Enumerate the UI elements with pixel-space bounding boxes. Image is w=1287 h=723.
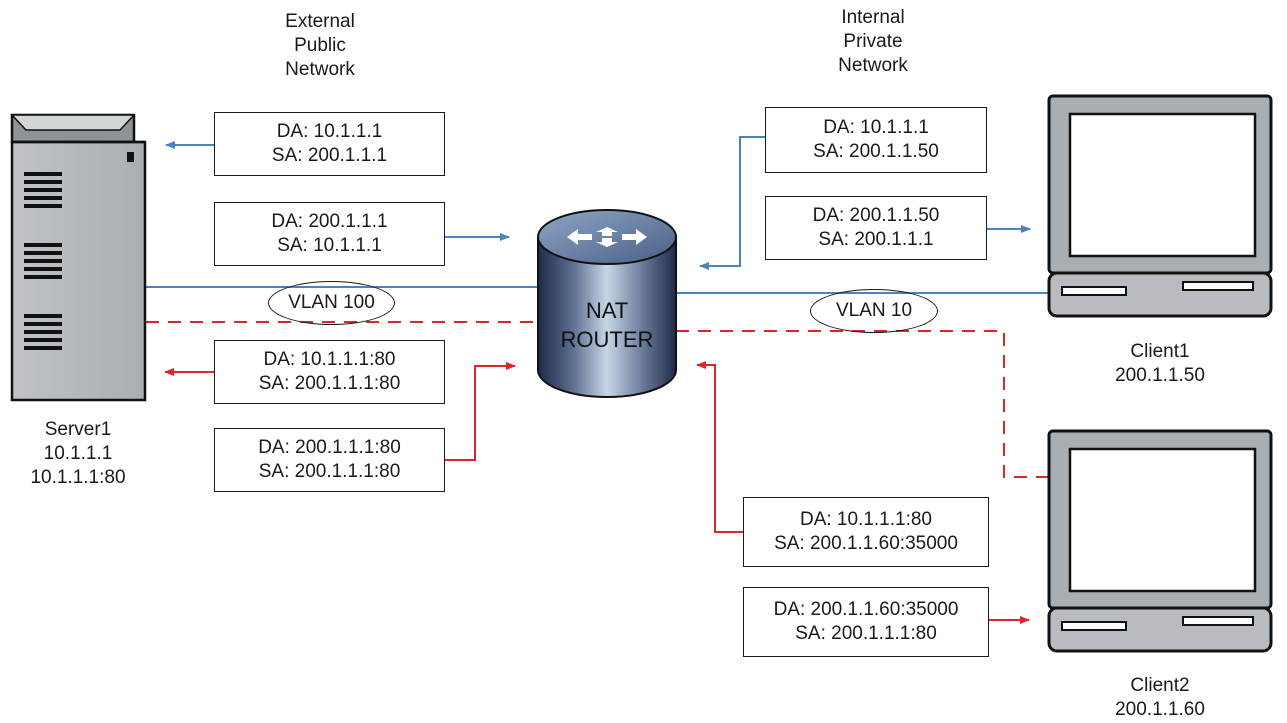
packet-sa: SA: 200.1.1.1 [818,229,934,250]
arrow-red-int-in [696,361,743,533]
client1-label: Client1 200.1.1.50 [1090,340,1230,388]
packet-red-int-in: DA: 10.1.1.1:80 SA: 200.1.1.60:35000 [743,497,989,567]
client2-icon [1047,429,1273,653]
internal-label-line2: Private [843,31,903,52]
vlan100-label: VLAN 100 [268,281,395,325]
packet-da: DA: 10.1.1.1:80 [263,349,396,370]
client1-icon [1047,94,1273,318]
packet-sa: SA: 10.1.1.1 [277,235,382,256]
router-label: NAT ROUTER [547,296,667,354]
external-zone-label: External Public Network [255,10,385,82]
packet-sa: SA: 200.1.1.1:80 [258,373,401,394]
packet-sa: SA: 200.1.1.1 [271,145,388,166]
client1-ip: 200.1.1.50 [1115,365,1205,386]
packet-blue-int-out: DA: 200.1.1.50 SA: 200.1.1.1 [765,196,987,260]
packet-da: DA: 200.1.1.1:80 [258,437,401,458]
packet-da: DA: 200.1.1.50 [812,205,940,226]
vlan10-label: VLAN 10 [810,289,938,333]
packet-sa: SA: 200.1.1.1:80 [795,623,937,644]
router-label-line1: NAT [585,298,629,323]
packet-sa: SA: 200.1.1.50 [813,141,939,162]
client1-name: Client1 [1130,341,1190,362]
external-label-line2: Public [294,35,346,56]
external-label-line3: Network [285,59,355,80]
server-label: Server1 10.1.1.1 10.1.1.1:80 [8,418,148,490]
external-label-line1: External [285,11,355,32]
arrow-blue-int-in [699,136,765,270]
server-icon [10,113,147,402]
packet-da: DA: 200.1.1.60:35000 [773,599,959,620]
packet-red-ext-in: DA: 200.1.1.1:80 SA: 200.1.1.1:80 [214,428,445,492]
server-ip: 10.1.1.1 [43,443,113,464]
internal-label-line1: Internal [841,7,905,28]
packet-da: DA: 10.1.1.1:80 [799,509,933,530]
internal-zone-label: Internal Private Network [808,6,938,78]
client2-ip: 200.1.1.60 [1115,699,1205,720]
arrow-red-ext-in [445,362,516,461]
vlan10-text: VLAN 10 [835,300,913,321]
client2-label: Client2 200.1.1.60 [1090,674,1230,722]
packet-da: DA: 10.1.1.1 [823,117,929,138]
packet-sa: SA: 200.1.1.60:35000 [774,533,958,554]
server-name: Server1 [44,419,112,440]
vlan100-text: VLAN 100 [288,292,375,313]
red-dashed-link-right [676,330,1048,478]
packet-sa: SA: 200.1.1.1:80 [258,461,401,482]
packet-blue-ext-in: DA: 200.1.1.1 SA: 10.1.1.1 [214,202,445,266]
packet-blue-ext-out: DA: 10.1.1.1 SA: 200.1.1.1 [214,112,445,176]
nat-router-icon [537,209,677,398]
packet-da: DA: 10.1.1.1 [276,121,383,142]
packet-da: DA: 200.1.1.1 [271,211,388,232]
packet-red-int-out: DA: 200.1.1.60:35000 SA: 200.1.1.1:80 [743,587,989,657]
server-socket: 10.1.1.1:80 [30,467,126,488]
client2-name: Client2 [1130,675,1190,696]
router-label-line2: ROUTER [560,327,654,352]
packet-red-ext-out: DA: 10.1.1.1:80 SA: 200.1.1.1:80 [214,340,445,404]
packet-blue-int-in: DA: 10.1.1.1 SA: 200.1.1.50 [765,107,987,173]
internal-label-line3: Network [838,55,908,76]
